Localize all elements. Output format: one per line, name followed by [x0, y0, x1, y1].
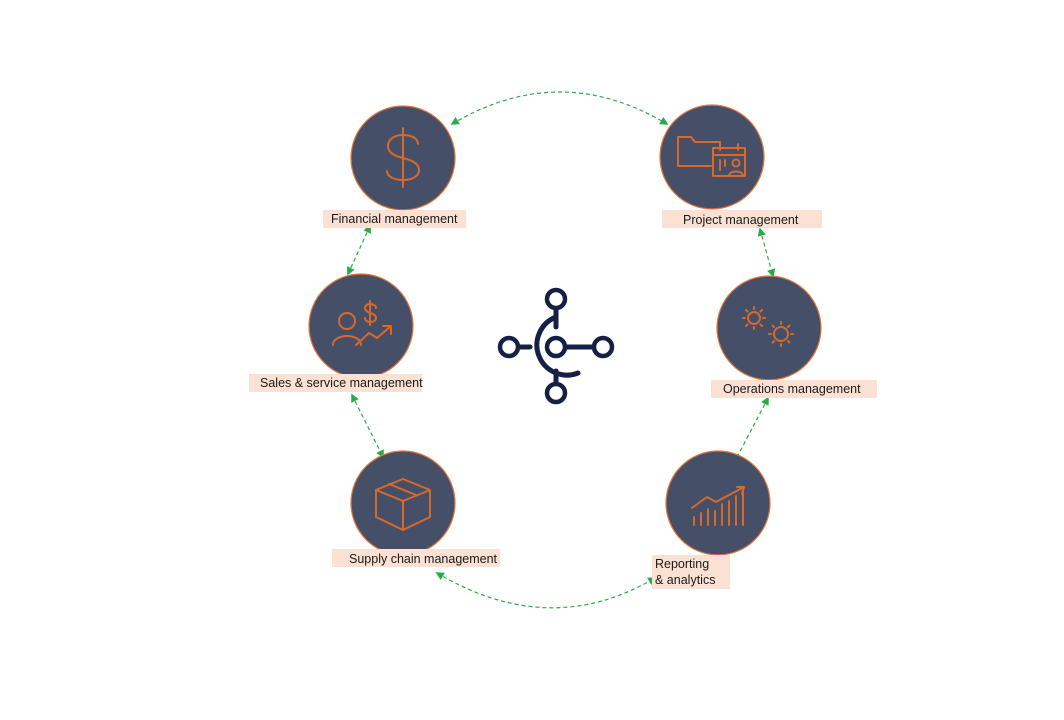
bar-chart-trend-icon: [691, 486, 745, 526]
connector-financial-sales: [346, 224, 372, 276]
node-operations-management: Operations management: [711, 275, 877, 398]
node-supply-chain-management: Supply chain management: [332, 450, 500, 567]
node-sales-service-management: Sales & service management: [249, 273, 423, 392]
label-project-management: Project management: [683, 213, 799, 227]
node-financial-management: Financial management: [323, 105, 466, 228]
folder-calendar-icon: [677, 136, 746, 177]
connector-financial-project: [450, 91, 669, 125]
business-central-hub-icon: [497, 287, 615, 405]
connector-supply-reporting: [435, 572, 657, 609]
label-sales-service-management: Sales & service management: [260, 376, 423, 390]
gears-icon: [742, 306, 794, 347]
node-reporting-analytics: Reporting & analytics: [652, 450, 771, 589]
connector-operations-reporting: [734, 396, 769, 463]
label-supply-chain-management: Supply chain management: [349, 552, 498, 566]
label-reporting-line2: & analytics: [655, 573, 715, 587]
label-operations-management: Operations management: [723, 382, 861, 396]
label-financial-management: Financial management: [331, 212, 458, 226]
person-dollar-trend-icon: [332, 300, 392, 346]
connector-sales-supply: [351, 393, 384, 459]
label-reporting-line1: Reporting: [655, 557, 709, 571]
box-icon: [375, 478, 431, 531]
node-project-management: Project management: [659, 104, 822, 228]
dollar-icon: [386, 127, 420, 188]
connector-project-operations: [757, 227, 776, 278]
